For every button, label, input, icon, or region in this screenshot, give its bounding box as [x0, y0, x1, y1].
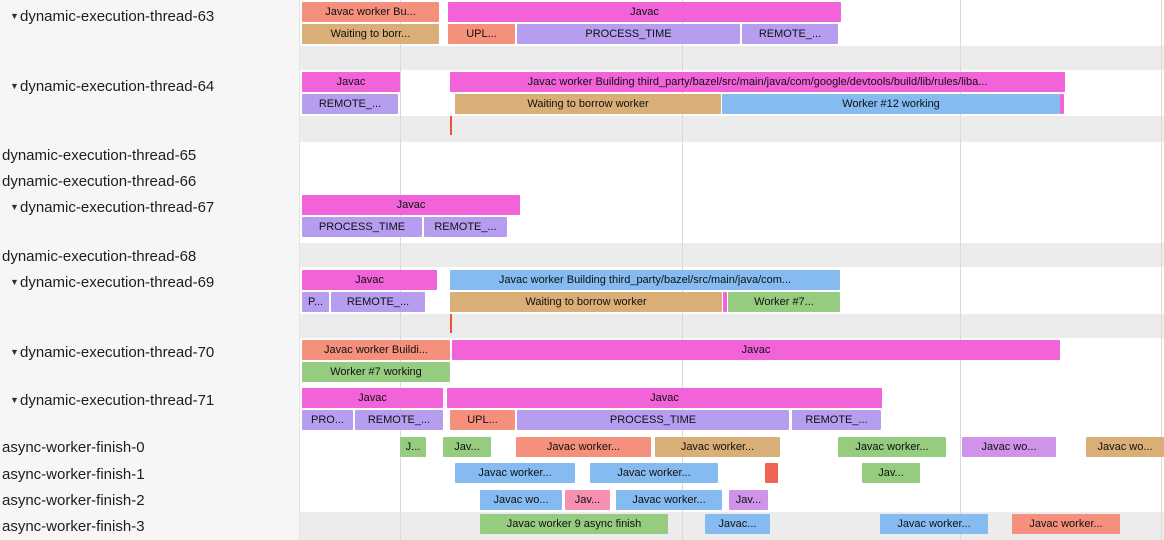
track-label: async-worker-finish-2: [2, 491, 145, 509]
trace-event-bar[interactable]: Javac worker...: [516, 437, 651, 457]
trace-event-bar[interactable]: REMOTE_...: [355, 410, 443, 430]
trace-event-bar[interactable]: Javac worker...: [880, 514, 988, 534]
trace-event-bar[interactable]: REMOTE_...: [792, 410, 881, 430]
track-row-dynamic-execution-thread-64[interactable]: ▼dynamic-execution-thread-64: [0, 75, 300, 97]
track-label: dynamic-execution-thread-68: [2, 247, 197, 265]
trace-event-bar[interactable]: Javac: [447, 388, 882, 408]
trace-event-bar[interactable]: Javac worker...: [838, 437, 946, 457]
trace-event-bar[interactable]: PROCESS_TIME: [517, 24, 740, 44]
track-row-dynamic-execution-thread-65[interactable]: dynamic-execution-thread-65: [0, 144, 300, 166]
trace-event-bar[interactable]: Javac...: [705, 514, 770, 534]
trace-event-bar[interactable]: Worker #7 working: [302, 362, 450, 382]
timeline-gridline: [960, 0, 961, 540]
track-label: dynamic-execution-thread-69: [20, 273, 215, 291]
track-label: dynamic-execution-thread-65: [2, 146, 197, 164]
track-row-async-worker-finish-0[interactable]: async-worker-finish-0: [0, 436, 300, 458]
trace-event-bar[interactable]: REMOTE_...: [302, 94, 398, 114]
trace-event-bar[interactable]: PROCESS_TIME: [302, 217, 422, 237]
trace-event-bar[interactable]: Jav...: [862, 463, 920, 483]
track-background-stripe: [300, 314, 1164, 338]
trace-event-bar[interactable]: Javac wo...: [480, 490, 562, 510]
track-label: dynamic-execution-thread-63: [20, 7, 215, 25]
trace-event-bar[interactable]: Worker #12 working: [722, 94, 1060, 114]
trace-event-bar[interactable]: Javac worker Building third_party/bazel/…: [450, 72, 1065, 92]
track-label: async-worker-finish-0: [2, 438, 145, 456]
trace-event-bar[interactable]: Javac worker...: [455, 463, 575, 483]
trace-event-bar[interactable]: Worker #7...: [728, 292, 840, 312]
trace-event-bar[interactable]: Javac worker Buildi...: [302, 340, 450, 360]
track-name-panel: ▼dynamic-execution-thread-63▼dynamic-exe…: [0, 0, 300, 540]
trace-event-bar[interactable]: REMOTE_...: [424, 217, 507, 237]
trace-event-bar[interactable]: Javac: [302, 270, 437, 290]
trace-event-tick[interactable]: [450, 314, 452, 333]
trace-event-bar[interactable]: [765, 463, 778, 483]
trace-event-tick[interactable]: [450, 116, 452, 135]
track-row-dynamic-execution-thread-66[interactable]: dynamic-execution-thread-66: [0, 170, 300, 192]
triangle-collapse-icon: ▼: [10, 347, 19, 357]
trace-event-bar[interactable]: Javac worker...: [655, 437, 780, 457]
trace-event-bar[interactable]: PROCESS_TIME: [517, 410, 789, 430]
trace-event-bar[interactable]: Javac worker 9 async finish: [480, 514, 668, 534]
trace-event-bar[interactable]: Javac worker Bu...: [302, 2, 439, 22]
track-row-async-worker-finish-3[interactable]: async-worker-finish-3: [0, 515, 300, 537]
trace-event-bar[interactable]: Javac: [448, 2, 841, 22]
trace-event-bar[interactable]: UPL...: [448, 24, 515, 44]
track-row-dynamic-execution-thread-70[interactable]: ▼dynamic-execution-thread-70: [0, 341, 300, 363]
trace-event-bar[interactable]: Jav...: [565, 490, 610, 510]
track-label: dynamic-execution-thread-71: [20, 391, 215, 409]
trace-event-bar[interactable]: P...: [302, 292, 329, 312]
track-label: async-worker-finish-3: [2, 517, 145, 535]
trace-event-bar[interactable]: Javac: [302, 72, 400, 92]
trace-event-bar[interactable]: Waiting to borr...: [302, 24, 439, 44]
trace-event-bar[interactable]: REMOTE_...: [331, 292, 425, 312]
trace-event-bar[interactable]: Javac: [452, 340, 1060, 360]
trace-event-bar[interactable]: UPL...: [450, 410, 515, 430]
trace-event-bar[interactable]: [723, 292, 727, 312]
trace-event-bar[interactable]: Waiting to borrow worker: [450, 292, 722, 312]
track-row-dynamic-execution-thread-63[interactable]: ▼dynamic-execution-thread-63: [0, 5, 300, 27]
track-label: dynamic-execution-thread-70: [20, 343, 215, 361]
track-row-dynamic-execution-thread-69[interactable]: ▼dynamic-execution-thread-69: [0, 271, 300, 293]
track-background-stripe: [300, 46, 1164, 70]
trace-event-bar[interactable]: Javac: [302, 195, 520, 215]
trace-event-bar[interactable]: REMOTE_...: [742, 24, 838, 44]
track-label: dynamic-execution-thread-66: [2, 172, 197, 190]
trace-event-bar[interactable]: Waiting to borrow worker: [455, 94, 721, 114]
trace-event-bar[interactable]: PRO...: [302, 410, 353, 430]
triangle-collapse-icon: ▼: [10, 202, 19, 212]
track-background-stripe: [300, 116, 1164, 142]
track-background-stripe: [300, 243, 1164, 267]
trace-event-bar[interactable]: Javac wo...: [1086, 437, 1164, 457]
trace-event-bar[interactable]: Javac worker...: [590, 463, 718, 483]
track-label: dynamic-execution-thread-64: [20, 77, 215, 95]
track-row-dynamic-execution-thread-71[interactable]: ▼dynamic-execution-thread-71: [0, 389, 300, 411]
triangle-collapse-icon: ▼: [10, 277, 19, 287]
trace-event-bar[interactable]: [1060, 94, 1064, 114]
trace-event-bar[interactable]: Javac worker Building third_party/bazel/…: [450, 270, 840, 290]
trace-event-bar[interactable]: Jav...: [729, 490, 768, 510]
triangle-collapse-icon: ▼: [10, 81, 19, 91]
track-label: dynamic-execution-thread-67: [20, 198, 215, 216]
track-row-dynamic-execution-thread-68[interactable]: dynamic-execution-thread-68: [0, 245, 300, 267]
triangle-collapse-icon: ▼: [10, 11, 19, 21]
track-label: async-worker-finish-1: [2, 465, 145, 483]
trace-event-bar[interactable]: Jav...: [443, 437, 491, 457]
trace-event-bar[interactable]: Javac worker...: [1012, 514, 1120, 534]
triangle-collapse-icon: ▼: [10, 395, 19, 405]
trace-event-bar[interactable]: Javac: [302, 388, 443, 408]
track-row-dynamic-execution-thread-67[interactable]: ▼dynamic-execution-thread-67: [0, 196, 300, 218]
trace-event-bar[interactable]: Javac worker...: [616, 490, 722, 510]
track-row-async-worker-finish-2[interactable]: async-worker-finish-2: [0, 489, 300, 511]
track-row-async-worker-finish-1[interactable]: async-worker-finish-1: [0, 463, 300, 485]
trace-event-bar[interactable]: J...: [400, 437, 426, 457]
timeline-gridline: [1161, 0, 1162, 540]
trace-event-bar[interactable]: Javac wo...: [962, 437, 1056, 457]
